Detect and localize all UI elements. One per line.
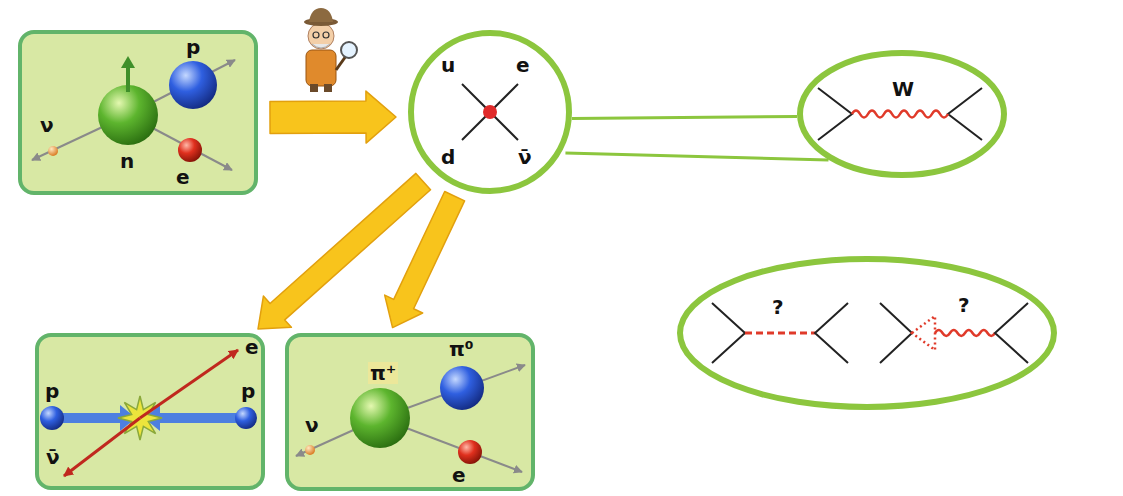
particle-label: p <box>186 36 200 58</box>
w-exchange-art <box>818 88 982 140</box>
particle-label: ? <box>958 294 970 316</box>
fermi-vertex <box>462 84 518 140</box>
ellipse-outline <box>677 256 1057 410</box>
collider-art <box>40 350 257 476</box>
panel-outline <box>285 333 535 491</box>
neutron-decay-art <box>32 56 235 170</box>
particle-label: ? <box>772 296 784 318</box>
particle-label: u <box>441 54 455 76</box>
particle-label: e <box>516 54 530 76</box>
new-physics-ellipse: ?? <box>677 256 1057 410</box>
particle-label: n <box>120 150 134 172</box>
particle-label: π⁰ <box>449 338 474 360</box>
w-exchange-ellipse: W <box>797 50 1007 178</box>
particle-label: p <box>241 380 255 402</box>
particle-label: p <box>45 380 59 402</box>
particle-label: d <box>441 146 455 168</box>
block-arrow <box>385 191 465 327</box>
particle-label: e <box>452 464 466 486</box>
particle-label: e <box>245 336 259 358</box>
zoom-lines <box>565 117 828 161</box>
detective-icon <box>304 8 357 92</box>
pion-decay-panel: π⁺ π⁰ ν e <box>285 333 535 491</box>
particle-label: W <box>892 78 914 100</box>
particle-label: ν̄ <box>46 446 60 468</box>
ellipse-outline <box>797 50 1007 178</box>
particle-label: e <box>176 166 190 188</box>
particle-label: ν <box>40 114 54 136</box>
particle-label: ν̄ <box>518 146 532 168</box>
new-physics-art <box>712 303 1028 363</box>
particle-label: ν <box>305 414 319 436</box>
pion-decay-art <box>296 365 525 472</box>
particle-label: π⁺ <box>368 362 398 384</box>
block-arrow <box>270 91 396 143</box>
